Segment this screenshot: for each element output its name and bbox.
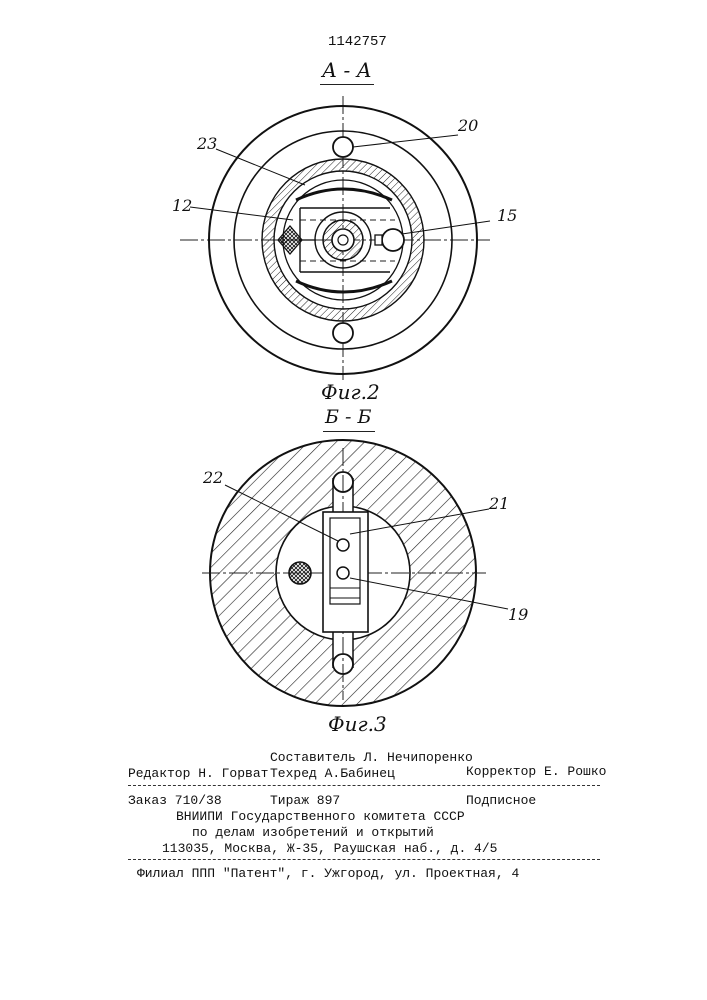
colophon-compiler: Составитель Л. Нечипоренко xyxy=(270,750,473,765)
colophon-divider-2 xyxy=(128,859,600,860)
colophon-circulation: Тираж 897 xyxy=(270,793,340,808)
colophon-corrector: Корректор Е. Рошко xyxy=(466,764,606,779)
colophon-editor: Редактор Н. Горват xyxy=(128,766,268,781)
fig3-drawing xyxy=(202,440,508,706)
fig2-label-20: 20 xyxy=(458,116,478,135)
fig3-caption: Фиг.3 xyxy=(328,712,387,736)
fig3-section-underline xyxy=(323,431,375,432)
fig2-caption: Фиг.2 xyxy=(321,380,380,404)
fig3-label-22: 22 xyxy=(203,468,223,487)
colophon-techred: Техред А.Бабинец xyxy=(270,766,395,781)
colophon-address: 113035, Москва, Ж-35, Раушская наб., д. … xyxy=(162,841,497,856)
colophon-subscription: Подписное xyxy=(466,793,536,808)
colophon-order: Заказ 710/38 xyxy=(128,793,222,808)
colophon-org-line1: ВНИИПИ Государственного комитета СССР xyxy=(176,809,465,824)
colophon-divider-1 xyxy=(128,785,600,786)
fig2-drawing xyxy=(180,96,490,380)
fig2-label-15: 15 xyxy=(497,206,517,225)
colophon-org-line2: по делам изобретений и открытий xyxy=(192,825,434,840)
fig3-section-label: Б - Б xyxy=(325,406,371,428)
fig3-label-21: 21 xyxy=(489,494,509,513)
fig2-label-12: 12 xyxy=(172,196,192,215)
colophon-branch: Филиал ППП "Патент", г. Ужгород, ул. Про… xyxy=(137,866,519,881)
fig3-label-19: 19 xyxy=(508,605,528,624)
fig2-label-23: 23 xyxy=(197,134,217,153)
